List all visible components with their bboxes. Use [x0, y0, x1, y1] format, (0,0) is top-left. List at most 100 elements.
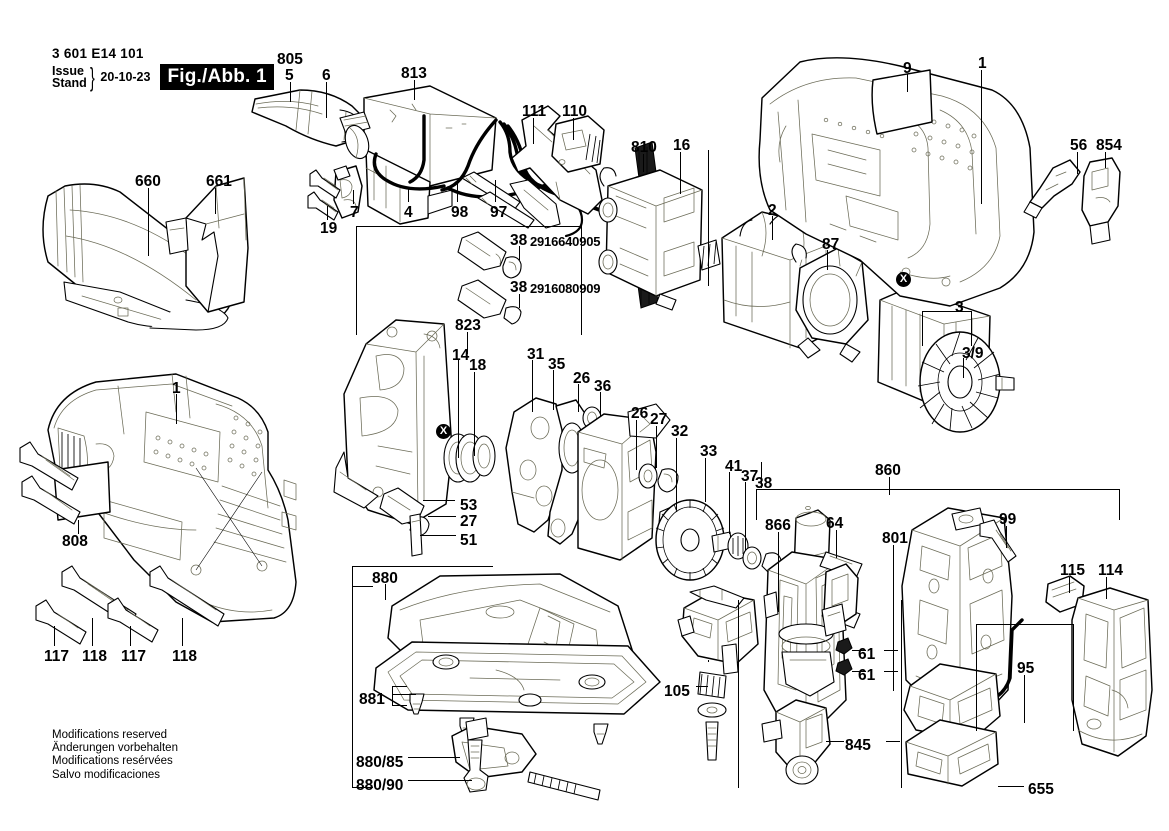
callout-2916080909: 2916080909 [530, 281, 601, 296]
part-880-base-plate [373, 573, 661, 715]
callout-880: 880 [372, 570, 398, 587]
callout-880-85: 880/85 [356, 754, 404, 771]
callout-2916640905: 2916640905 [530, 234, 601, 249]
part-31-lever-plate [505, 397, 567, 533]
part-823-gear-housing [333, 319, 496, 525]
callout-38: 38 [510, 279, 528, 296]
callout-38: 38 [755, 475, 773, 492]
callout-660: 660 [135, 173, 161, 190]
callout-105: 105 [664, 683, 690, 700]
parts-26-27-washers [638, 463, 679, 493]
callout-2: 2 [768, 202, 777, 219]
part-2-stator [721, 211, 863, 349]
stand-label: Stand [52, 76, 87, 90]
callout-880-90: 880/90 [356, 777, 404, 794]
callout-56: 56 [1070, 137, 1088, 154]
callout-808: 808 [62, 533, 88, 550]
part-881-screws [409, 693, 609, 745]
x-marker-housing: X [896, 272, 911, 287]
callout-53: 53 [460, 497, 478, 514]
callout-99: 99 [999, 511, 1017, 528]
callout-6: 6 [322, 67, 331, 84]
callout-95: 95 [1017, 660, 1035, 677]
callout-26: 26 [631, 405, 649, 422]
part-660-dust-nozzle [42, 183, 232, 331]
callout-118: 118 [82, 648, 108, 665]
callout-845: 845 [845, 737, 871, 754]
part-854-knob [1081, 157, 1121, 245]
callout-111: 111 [522, 103, 547, 120]
callout-881: 881 [359, 691, 385, 708]
callout-38: 38 [510, 232, 528, 249]
document-number: 3 601 E14 101 [52, 46, 144, 61]
part-813-switch-module [339, 85, 497, 225]
part-111-guide [509, 105, 603, 229]
bracket-105-frame [686, 660, 739, 752]
parts-51-53-27 [379, 487, 430, 557]
callout-19: 19 [320, 220, 338, 237]
callout-14: 14 [452, 347, 470, 364]
callout-41: 41 [725, 458, 743, 475]
callout-33: 33 [700, 443, 718, 460]
callout-1: 1 [978, 55, 987, 72]
bracket-823-group [356, 226, 582, 335]
callout-110: 110 [562, 103, 588, 120]
callout-27: 27 [460, 513, 478, 530]
brace-glyph: } [89, 62, 95, 92]
callout-37: 37 [741, 468, 759, 485]
part-33-gear [655, 499, 733, 581]
bracket-16-box [656, 150, 709, 286]
callout-118: 118 [172, 648, 198, 665]
callout-98: 98 [451, 204, 469, 221]
x-marker-gearhousing: X [436, 424, 451, 439]
base-spring [527, 771, 601, 801]
part-32-pinion [657, 503, 706, 547]
callout-805: 805 [277, 51, 303, 68]
callout-117: 117 [121, 648, 147, 665]
callout-97: 97 [490, 204, 508, 221]
callout-64: 64 [826, 515, 844, 532]
callout-115: 115 [1060, 562, 1086, 579]
callout-27: 27 [650, 411, 668, 428]
bracket-860-group [756, 489, 1120, 520]
part-19-screws [307, 169, 341, 221]
callout-18: 18 [469, 357, 487, 374]
parts-41-37-38 [727, 532, 782, 575]
callout-26: 26 [573, 370, 591, 387]
part-110-insert [551, 115, 605, 173]
part-810-carbon-brushes [634, 141, 659, 309]
notice-line-es: Salvo modificaciones [52, 768, 161, 781]
callout-36: 36 [594, 378, 612, 395]
notice-line-de: Änderungen vorbehalten [52, 742, 178, 755]
callout-31: 31 [527, 346, 545, 363]
bracket-881-group [392, 686, 407, 706]
callout-9: 9 [903, 60, 912, 77]
callout-661: 661 [206, 173, 232, 190]
callout-5: 5 [285, 67, 294, 84]
part-117-118-screws [19, 441, 225, 645]
notice-line-fr: Modifications resérvées [52, 755, 173, 768]
modifications-notice: Modifications reserved Änderungen vorbeh… [52, 729, 178, 782]
part-35-link [547, 399, 595, 545]
bracket-880-top [352, 566, 493, 587]
part-3-armature [877, 287, 1015, 433]
callout-16: 16 [673, 137, 691, 154]
callout-87: 87 [822, 236, 840, 253]
callout-860: 860 [875, 462, 901, 479]
callout-51: 51 [460, 532, 478, 549]
callout-801: 801 [882, 530, 908, 547]
part-880-85-holder [451, 717, 537, 779]
callout-810: 810 [631, 139, 657, 156]
part-115-insert [1045, 575, 1085, 613]
callout-3-9: 3/9 [962, 345, 984, 362]
issue-stand-labels: Issue Stand [52, 63, 87, 90]
part-9-nameplate [871, 69, 933, 135]
callout-866: 866 [765, 517, 791, 534]
callout-117: 117 [44, 648, 70, 665]
issue-label: Issue [52, 63, 84, 78]
bracket-105-group [708, 660, 709, 662]
bracket-880-group [352, 586, 373, 788]
part-56-lever [1023, 159, 1081, 219]
part-1-right-housing [758, 57, 1035, 307]
